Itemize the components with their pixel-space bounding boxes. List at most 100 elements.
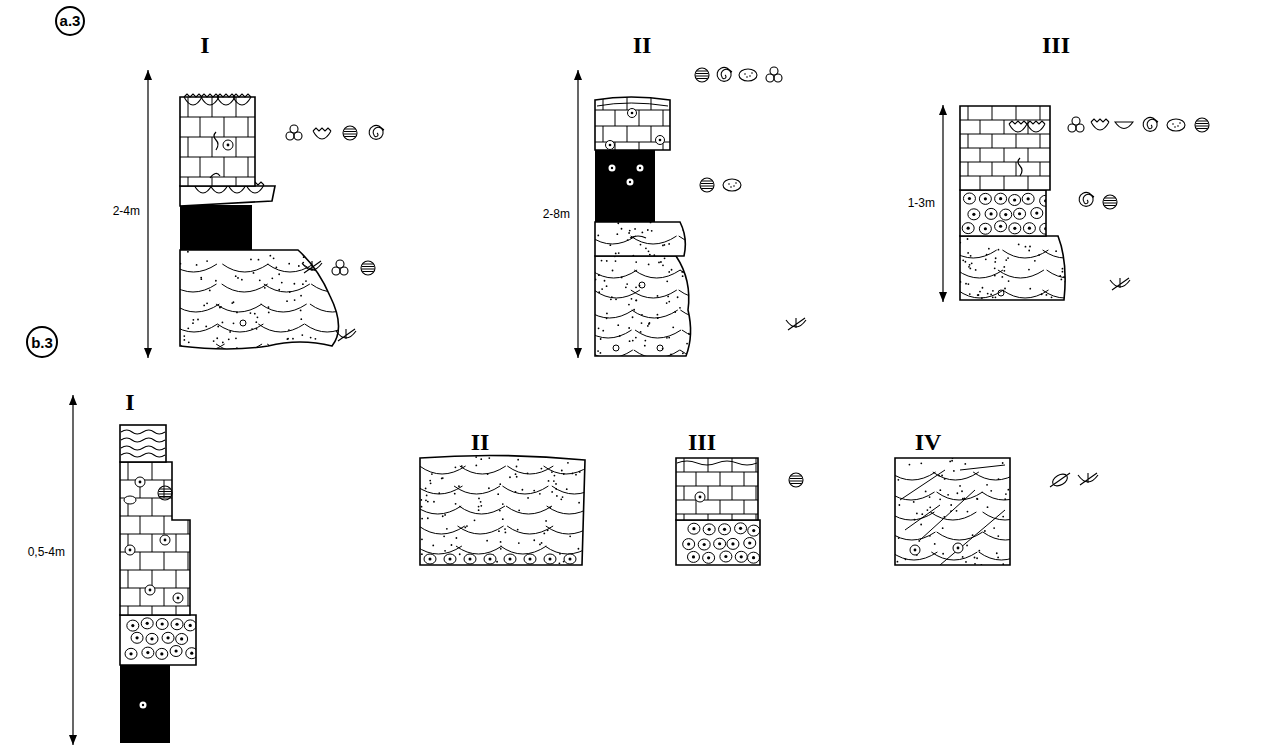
sand-grain <box>475 465 477 467</box>
sand-grain <box>992 290 994 292</box>
sand-grain <box>975 269 977 271</box>
cross-bed <box>680 270 726 278</box>
sand-grain <box>929 506 931 508</box>
sand-grain <box>600 352 602 354</box>
sand-grain <box>990 490 992 492</box>
conglomerate-fill <box>676 520 760 565</box>
clast-core <box>1013 198 1016 201</box>
sand-grain <box>236 312 238 314</box>
cross-bed <box>416 546 462 554</box>
clast-core <box>135 636 138 639</box>
clast <box>963 193 975 204</box>
brick-joint <box>200 117 201 137</box>
clast-core <box>708 528 711 531</box>
brick-joint <box>248 157 249 177</box>
clast-core <box>984 227 987 230</box>
sand-grain <box>635 299 637 301</box>
sand-grain <box>578 548 580 550</box>
sand-grain <box>502 518 504 520</box>
sand-grain <box>498 530 500 532</box>
sand-grain <box>192 319 194 321</box>
brick-joint <box>639 110 640 126</box>
cross-bed <box>460 466 506 474</box>
sand-grain <box>206 260 208 262</box>
limestone-bed <box>120 462 192 624</box>
brick-joint <box>684 458 685 472</box>
figure-panel-circle: b.3 <box>26 326 58 358</box>
clast-core <box>748 541 751 544</box>
cross-bed <box>502 486 548 494</box>
ooid-core <box>164 539 167 542</box>
brick-joint <box>236 97 237 117</box>
brachiopod-rib <box>1104 205 1115 206</box>
clast <box>484 554 496 564</box>
sand-grain <box>914 519 916 521</box>
clast <box>748 552 760 563</box>
cross-bed <box>419 526 465 534</box>
sand-grain <box>944 478 946 480</box>
limestone-fill <box>595 97 670 150</box>
sand-grain <box>1008 280 1010 282</box>
sand-grain <box>187 251 189 253</box>
cross-bed <box>631 290 677 298</box>
arrow-head <box>939 105 947 115</box>
bed-outline <box>180 250 339 349</box>
brick-joint <box>992 134 993 148</box>
oncoid-dot <box>728 183 730 185</box>
sand-grain <box>956 492 958 494</box>
sand-grain <box>288 329 290 331</box>
sand-grain <box>969 293 971 295</box>
sand-grain <box>222 322 224 324</box>
sand-grain <box>455 503 457 505</box>
sand-grain <box>250 312 252 314</box>
clast <box>1014 208 1026 219</box>
sand-grain <box>556 495 558 497</box>
sand-grain <box>916 513 918 515</box>
clast-core <box>161 622 164 625</box>
brick-joint <box>603 126 604 142</box>
clast <box>424 554 436 564</box>
sand-fill <box>420 455 585 565</box>
sand-grain <box>294 299 296 301</box>
sand-grain <box>500 541 502 543</box>
clast-core <box>569 558 572 561</box>
sand-grain <box>616 233 618 235</box>
clast-core <box>175 623 178 626</box>
clast-core <box>131 624 134 627</box>
cross-bed <box>1003 290 1049 298</box>
bed-outline <box>960 106 1050 190</box>
sand-grain <box>560 498 562 500</box>
lamina <box>677 461 757 465</box>
sand-grain <box>203 304 205 306</box>
sand-grain <box>426 494 428 496</box>
brick-joint <box>212 97 213 117</box>
clast-core <box>1018 212 1021 215</box>
coral-symbol <box>1027 121 1045 132</box>
sand-grain <box>897 561 899 563</box>
lamina <box>630 236 646 238</box>
sand-grain <box>951 460 953 462</box>
burrow-trace <box>1018 158 1022 176</box>
sand-grain <box>969 264 971 266</box>
brick-joint <box>744 472 745 486</box>
sand-grain <box>271 277 273 279</box>
sand-grain <box>444 550 446 552</box>
burrow-symbol <box>1051 472 1070 489</box>
coral-symbol <box>217 94 235 105</box>
sand-grain <box>1005 259 1007 261</box>
brick-joint <box>248 117 249 137</box>
bed-outline <box>676 458 758 520</box>
ooid <box>160 535 170 545</box>
brachiopod-rib <box>790 478 803 479</box>
clast <box>687 551 699 562</box>
oncoid-dot <box>1174 126 1176 128</box>
sand-grain <box>981 297 983 299</box>
clast-core <box>999 197 1002 200</box>
clast-core <box>989 212 992 215</box>
sand-grain <box>583 552 585 554</box>
brachiopod-rib <box>696 73 709 74</box>
clast <box>504 554 516 564</box>
sand-grain <box>421 553 423 555</box>
brick-joint <box>140 480 141 498</box>
sand-grain <box>610 298 612 300</box>
